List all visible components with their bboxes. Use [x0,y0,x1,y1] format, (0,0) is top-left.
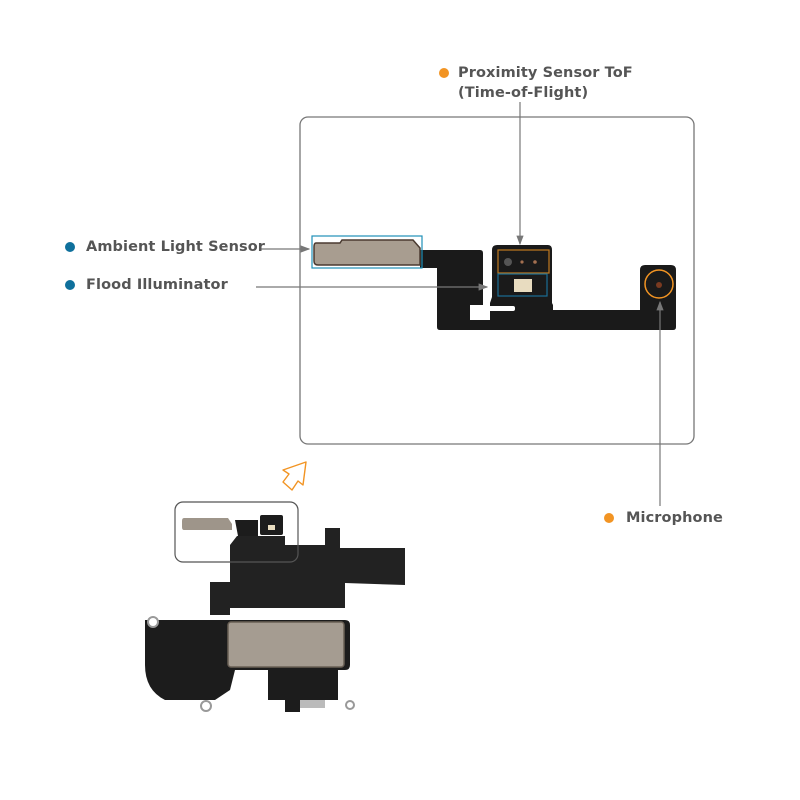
detail-source-frame [174,501,299,563]
microphone-label: Microphone [626,510,723,526]
proximity-label-sub: (Time-of-Flight) [458,85,589,101]
proximity-sensor-highlight [497,249,550,274]
flex-cable-detail [313,239,676,330]
ambient-bullet [65,242,75,252]
proximity-label: Proximity Sensor ToF [458,65,633,81]
ambient-label: Ambient Light Sensor [86,239,266,255]
proximity-bullet [439,68,449,78]
ambient-light-sensor-highlight [311,235,423,269]
earpiece-assembly [145,515,405,712]
microphone-highlight [644,269,674,299]
flood-bullet [65,280,75,290]
flood-illuminator-highlight [497,273,548,297]
microphone-bullet [604,513,614,523]
detail-frame [299,116,695,445]
zoom-arrow-icon [282,461,307,491]
flood-label: Flood Illuminator [86,277,228,293]
